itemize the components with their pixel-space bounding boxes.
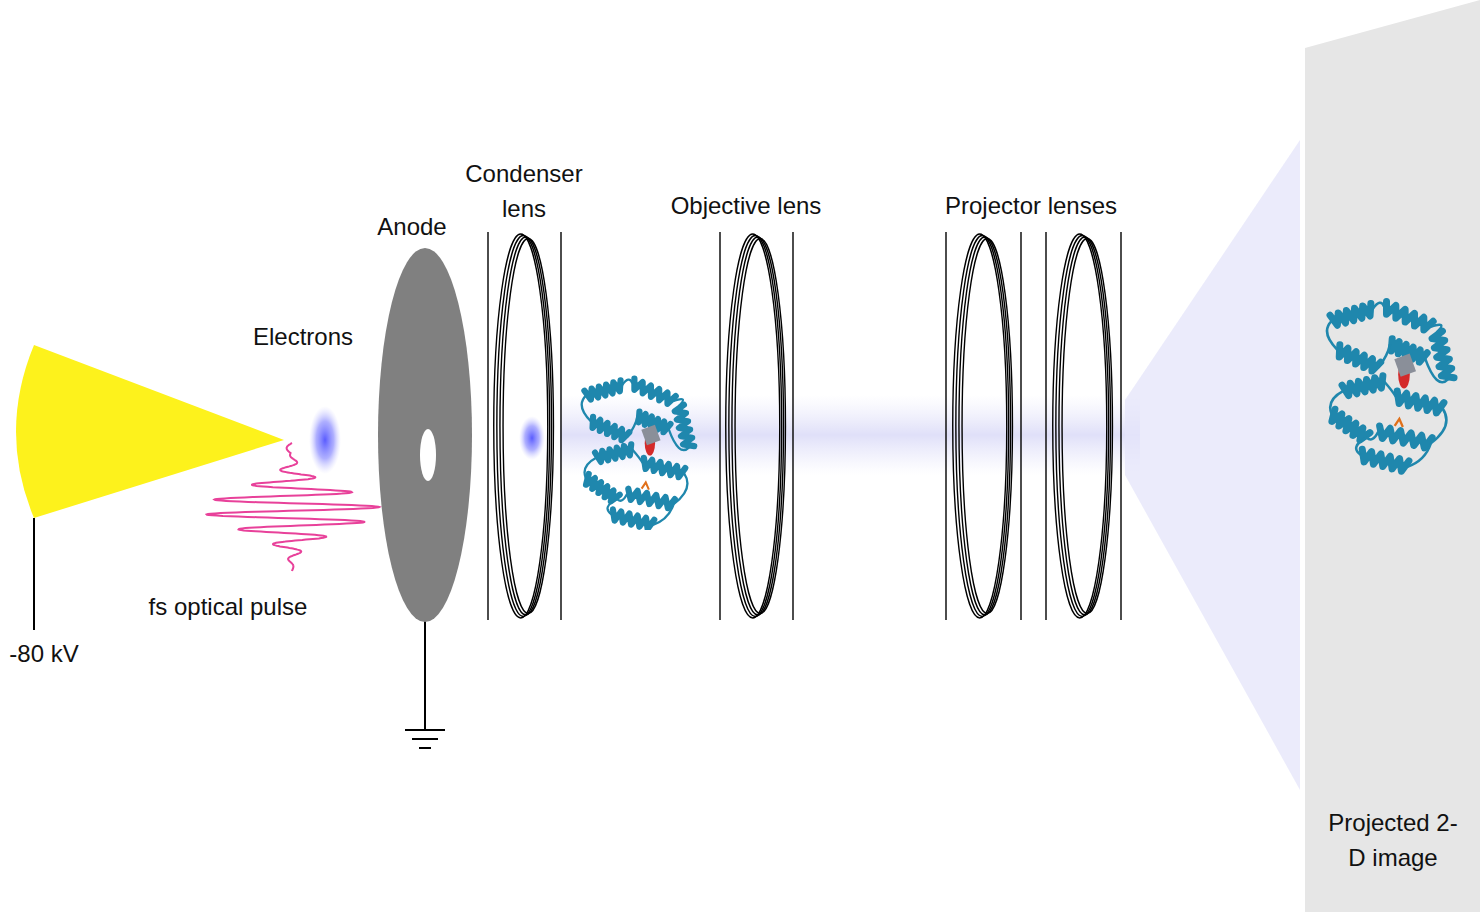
- protein-image: [1327, 301, 1454, 471]
- magnetic-lens: [735, 239, 785, 614]
- protein-sample: [582, 379, 695, 529]
- magnetic-lens: [953, 234, 1007, 618]
- projection-screen: [1305, 0, 1480, 912]
- electron-beam: [1125, 140, 1300, 790]
- magnetic-lens: [962, 239, 1012, 614]
- magnetic-lens: [503, 239, 553, 614]
- magnetic-lens: [487, 232, 488, 620]
- electron-packet: [519, 416, 545, 460]
- screen-label: Projected 2-D image: [1323, 806, 1463, 876]
- magnetic-lens: [729, 236, 782, 617]
- magnetic-lens: [494, 234, 548, 618]
- magnetic-lens: [732, 237, 784, 615]
- magnetic-lens: [497, 236, 550, 617]
- electrons-label: Electrons: [238, 323, 368, 352]
- cathode-tip: [16, 345, 284, 630]
- anode-disc: [419, 747, 431, 749]
- magnetic-lens: [488, 232, 1121, 620]
- pulse-label: fs optical pulse: [123, 593, 333, 622]
- magnetic-lens: [719, 232, 720, 620]
- anode-disc: [420, 429, 436, 481]
- cathode-tip: [33, 518, 35, 630]
- magnetic-lens: [1045, 232, 1046, 620]
- magnetic-lens: [792, 232, 793, 620]
- cathode-tip: [16, 345, 284, 518]
- anode-label: Anode: [362, 213, 462, 242]
- magnetic-lens: [1062, 239, 1112, 614]
- electron-packet: [309, 406, 341, 474]
- condenser-label: Condenser lens: [454, 157, 594, 227]
- magnetic-lens: [726, 234, 780, 618]
- magnetic-lens: [1059, 237, 1111, 615]
- anode-disc: [378, 248, 472, 622]
- objective-label: Objective lens: [646, 192, 846, 221]
- voltage-label: -80 kV: [4, 640, 84, 669]
- magnetic-lens: [1053, 234, 1107, 618]
- magnetic-lens: [959, 237, 1011, 615]
- anode-disc: [412, 738, 438, 740]
- magnetic-lens: [560, 232, 561, 620]
- anode-disc: [405, 729, 445, 731]
- magnetic-lens: [1020, 232, 1021, 620]
- electron-beam: [560, 140, 1300, 790]
- magnetic-lens: [945, 232, 946, 620]
- magnetic-lens: [1056, 236, 1109, 617]
- magnetic-lens: [956, 236, 1009, 617]
- optical-pulse: [207, 443, 380, 571]
- projector-label: Projector lenses: [916, 192, 1146, 221]
- anode-disc: [378, 248, 472, 748]
- magnetic-lens: [500, 237, 552, 615]
- magnetic-lens: [1120, 232, 1121, 620]
